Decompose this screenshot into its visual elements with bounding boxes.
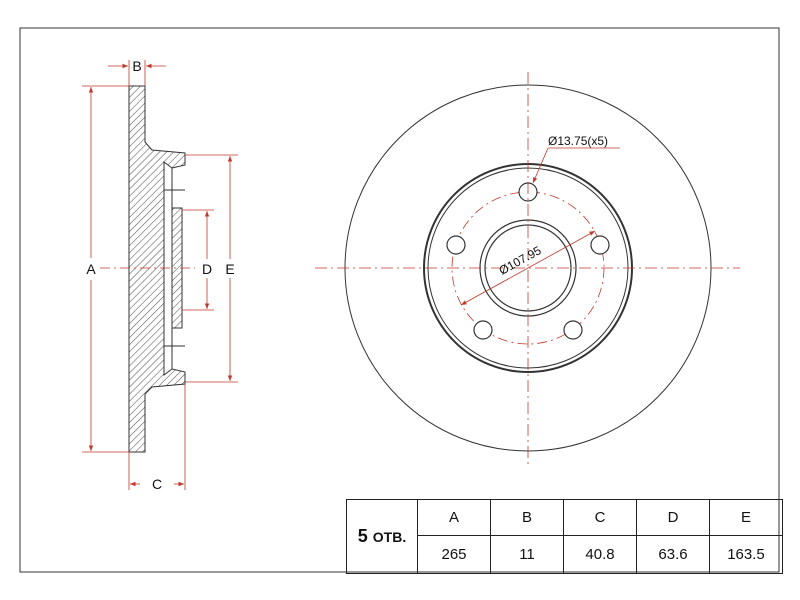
holes-count-cell: 5 ОТВ. bbox=[346, 499, 418, 574]
section-hatch bbox=[128, 85, 186, 453]
header-c: C bbox=[563, 499, 637, 536]
holes-count: 5 bbox=[357, 526, 368, 546]
dim-label-c: C bbox=[152, 476, 162, 492]
header-b: B bbox=[490, 499, 564, 536]
dimension-d: D bbox=[182, 209, 214, 311]
hub-bore-outline bbox=[163, 161, 173, 376]
dim-label-d: D bbox=[202, 261, 212, 277]
value-e: 163.5 bbox=[709, 535, 783, 574]
dim-label-e: E bbox=[225, 261, 234, 277]
dimension-c: C bbox=[128, 384, 186, 492]
header-a: A bbox=[417, 499, 491, 536]
dim-label-b: B bbox=[132, 58, 141, 74]
value-b: 11 bbox=[490, 535, 564, 574]
spec-table-header-row: 5 ОТВ. A B C D E bbox=[346, 499, 783, 574]
dimension-e: E bbox=[185, 154, 238, 383]
header-e: E bbox=[709, 499, 783, 536]
spec-table: 5 ОТВ. A B C D E 265 11 40.8 63.6 163.5 bbox=[346, 499, 783, 574]
bolt-hole-callout: Ø13.75(x5) bbox=[532, 134, 620, 184]
bolt-hole bbox=[473, 320, 493, 340]
value-c: 40.8 bbox=[563, 535, 637, 574]
spec-table-values-row: 265 11 40.8 63.6 163.5 bbox=[347, 535, 783, 574]
front-view: Ø13.75(x5) Ø107.95 bbox=[315, 72, 740, 465]
bolt-hole bbox=[590, 235, 610, 255]
dim-label-a: A bbox=[86, 261, 96, 277]
value-d: 63.6 bbox=[636, 535, 710, 574]
dimension-a: A bbox=[82, 85, 129, 453]
dimension-b: B bbox=[108, 58, 166, 86]
bolt-hole-note: Ø13.75(x5) bbox=[548, 134, 608, 148]
header-d: D bbox=[636, 499, 710, 536]
value-a: 265 bbox=[417, 535, 491, 574]
bolt-holes bbox=[446, 182, 610, 340]
side-section-view: A B C D bbox=[82, 58, 238, 492]
bolt-hole bbox=[563, 320, 583, 340]
bolt-hole bbox=[446, 235, 466, 255]
holes-unit: ОТВ. bbox=[372, 529, 407, 545]
